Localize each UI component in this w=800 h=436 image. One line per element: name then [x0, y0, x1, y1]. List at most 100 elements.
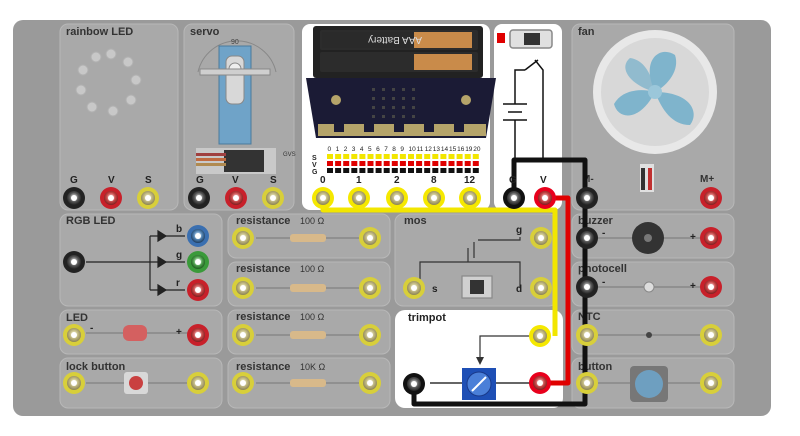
label-led: LED — [66, 312, 88, 324]
connector-port[interactable] — [262, 187, 284, 209]
resistance-1-value: 100 Ω — [300, 216, 325, 226]
connector-port[interactable] — [187, 324, 209, 346]
connector-port[interactable] — [187, 225, 209, 247]
connector-port[interactable] — [188, 187, 210, 209]
pin-header-number: 7 — [384, 146, 388, 153]
pin-header-number: 9 — [400, 146, 404, 153]
microbit-pin-label: 0 — [320, 175, 326, 186]
connector-port[interactable] — [63, 251, 85, 273]
microbit-pin-label: 2 — [394, 175, 400, 186]
connector-port[interactable] — [63, 324, 85, 346]
pin-header-socket — [359, 168, 366, 173]
connector-port[interactable] — [232, 227, 254, 249]
pin-header-socket — [432, 154, 439, 159]
pin-header-number: 14 — [441, 146, 449, 153]
led-graphic: - + — [86, 323, 190, 341]
connector-port[interactable] — [312, 187, 334, 209]
connector-port[interactable] — [530, 277, 552, 299]
rgb-g-label: g — [176, 250, 182, 261]
connector-port[interactable] — [403, 277, 425, 299]
connector-port[interactable] — [187, 251, 209, 273]
connector-port[interactable] — [232, 324, 254, 346]
fan-graphic: M- M+ — [582, 30, 717, 192]
connector-port[interactable] — [403, 373, 425, 395]
pin-header-number: 13 — [433, 146, 441, 153]
connector-port[interactable] — [576, 276, 598, 298]
led-minus-label: - — [90, 323, 93, 334]
connector-port[interactable] — [423, 187, 445, 209]
pin-header-socket — [416, 161, 423, 166]
pin-header-socket — [456, 168, 463, 173]
connector-port[interactable] — [187, 279, 209, 301]
connector-port[interactable] — [534, 187, 556, 209]
connector-port[interactable] — [459, 187, 481, 209]
pin-header-number: 4 — [360, 146, 364, 153]
buzzer-plus-label: + — [690, 232, 696, 243]
pin-header-socket — [343, 168, 350, 173]
buzzer-minus-label: - — [602, 228, 605, 239]
pin-header-number: 15 — [449, 146, 457, 153]
connector-port[interactable] — [530, 227, 552, 249]
connector-port[interactable] — [529, 325, 551, 347]
gvs-servo-s: S — [270, 175, 277, 186]
pin-header-socket — [448, 161, 455, 166]
power-g-label: G — [509, 175, 517, 186]
connector-port[interactable] — [576, 324, 598, 346]
battery-panel — [494, 24, 562, 210]
connector-port[interactable] — [700, 372, 722, 394]
pin-header-number: 1 — [336, 146, 340, 153]
connector-port[interactable] — [700, 276, 722, 298]
fan-plus-label: M+ — [700, 174, 714, 185]
label-resistance-4: resistance — [236, 361, 290, 373]
connector-port[interactable] — [187, 372, 209, 394]
pin-header-socket — [440, 168, 447, 173]
pin-header-socket — [408, 161, 414, 166]
connector-port[interactable] — [63, 372, 85, 394]
connector-port[interactable] — [700, 227, 722, 249]
pin-header-socket — [383, 168, 390, 173]
connector-port[interactable] — [359, 324, 381, 346]
pin-header-socket — [416, 168, 423, 173]
pin-header-socket — [351, 161, 358, 166]
lock-button-graphic — [86, 372, 190, 394]
label-ntc: NTC — [578, 311, 601, 323]
label-resistance-3: resistance — [236, 311, 290, 323]
connector-port[interactable] — [359, 277, 381, 299]
photocell-plus-label: + — [690, 281, 696, 292]
connector-port[interactable] — [700, 187, 722, 209]
pin-header-socket — [448, 154, 455, 159]
connector-port[interactable] — [529, 372, 551, 394]
pin-header-socket — [464, 161, 471, 166]
pin-header-socket — [440, 161, 447, 166]
connector-port[interactable] — [348, 187, 370, 209]
button-graphic — [598, 366, 708, 402]
connector-port[interactable] — [359, 227, 381, 249]
pin-header-socket — [335, 161, 342, 166]
connector-port[interactable] — [63, 187, 85, 209]
connector-port[interactable] — [386, 187, 408, 209]
label-resistance-2: resistance — [236, 263, 290, 275]
pin-header-number: 3 — [352, 146, 356, 153]
label-fan: fan — [578, 26, 595, 38]
pin-header-socket — [424, 154, 431, 159]
connector-port[interactable] — [576, 187, 598, 209]
red-wire — [540, 195, 571, 386]
connector-port[interactable] — [100, 187, 122, 209]
pin-header-socket — [399, 154, 406, 159]
connector-port[interactable] — [576, 372, 598, 394]
gvs-servo-g: G — [196, 175, 204, 186]
connector-port[interactable] — [503, 187, 525, 209]
connector-port[interactable] — [700, 324, 722, 346]
connector-port[interactable] — [576, 227, 598, 249]
pin-header-socket — [391, 161, 398, 166]
connector-port[interactable] — [232, 372, 254, 394]
pin-header-socket — [448, 168, 455, 173]
label-lock-button: lock button — [66, 361, 126, 373]
connector-port[interactable] — [359, 372, 381, 394]
ntc-graphic — [598, 332, 708, 338]
connector-port[interactable] — [232, 277, 254, 299]
pin-header-socket — [343, 154, 350, 159]
connector-port[interactable] — [137, 187, 159, 209]
connector-port[interactable] — [225, 187, 247, 209]
pin-header-socket — [432, 161, 439, 166]
